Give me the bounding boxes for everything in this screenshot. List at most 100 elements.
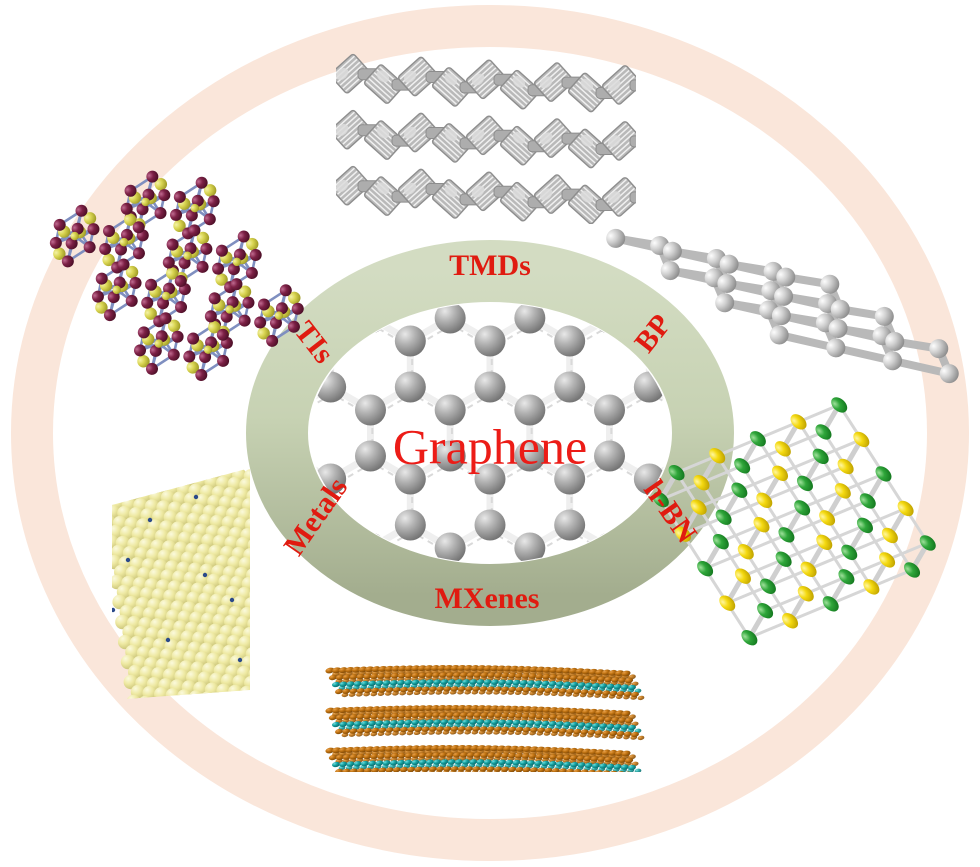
titanium-atom (549, 714, 558, 720)
metal-atom (262, 559, 276, 573)
titanium-atom (594, 730, 603, 736)
titanium-atom (400, 727, 408, 733)
titanium-atom (378, 767, 387, 772)
carbon-atom (454, 679, 463, 685)
bismuth-atom (204, 310, 217, 323)
bismuth-atom (254, 316, 267, 329)
carbon-atom (353, 761, 362, 767)
carbon-atom (606, 723, 615, 730)
bismuth-atom (142, 188, 155, 201)
metal-atom (279, 679, 293, 693)
carbon-atom (483, 679, 492, 685)
chalcogen-atom (154, 178, 168, 191)
carbon-atom (555, 681, 564, 687)
carbon-atom (476, 719, 485, 725)
carbon-atom (411, 759, 420, 765)
metal-atom (112, 504, 121, 520)
nitrogen-atom (690, 499, 707, 515)
carbon-atom (433, 759, 442, 765)
titanium-atom (414, 726, 423, 732)
carbon-atom (474, 509, 506, 541)
carbon-atom (534, 760, 543, 766)
metal-atom (162, 468, 177, 476)
boron-atom (697, 560, 714, 577)
titanium-atom (385, 687, 394, 693)
bismuth-atom (238, 314, 251, 327)
metal-atom (274, 560, 288, 574)
titanium-atom (515, 726, 524, 733)
titanium-atom (573, 729, 582, 735)
carbon-atom (474, 463, 506, 495)
carbon-atom (555, 721, 564, 727)
titanium-atom (466, 672, 475, 678)
titanium-atom (535, 753, 544, 760)
metal-atom (263, 688, 277, 702)
titanium-atom (342, 714, 351, 720)
chalcogen-atom (125, 265, 139, 279)
phosphorus-atom (717, 273, 737, 293)
core-atom (232, 257, 242, 267)
titanium-atom (566, 768, 574, 772)
nitrogen-atom (853, 431, 870, 448)
titanium-atom (507, 712, 517, 719)
titanium-atom (430, 745, 440, 751)
titanium-atom (631, 691, 639, 698)
titanium-atom (611, 757, 620, 763)
titanium-atom (624, 717, 634, 724)
metal-atom (250, 637, 264, 651)
titanium-atom (391, 705, 401, 712)
metal-atom (256, 519, 270, 533)
bismuth-atom (95, 272, 108, 285)
metal-atom (288, 581, 302, 595)
carbon-atom (433, 719, 442, 725)
metal-atom (174, 468, 189, 477)
titanium-atom (404, 672, 413, 679)
titanium-atom (443, 664, 453, 671)
metal-atom (256, 598, 270, 612)
titanium-atom (349, 714, 358, 720)
titanium-atom (404, 752, 413, 759)
titanium-atom (473, 752, 482, 758)
titanium-atom (562, 714, 572, 721)
titanium-atom (624, 677, 634, 684)
titanium-atom (507, 752, 517, 759)
carbon-atom (628, 684, 636, 691)
metal-atom (254, 628, 268, 642)
titanium-atom (445, 672, 455, 678)
carbon-atom (634, 602, 665, 633)
tmds-structure (336, 53, 636, 224)
bismuth-atom (49, 236, 62, 249)
titanium-atom (397, 712, 406, 719)
metal-atom (276, 580, 290, 594)
titanium-atom (370, 673, 379, 679)
bismuth-atom (83, 241, 96, 254)
titanium-atom (597, 756, 606, 762)
titanium-atom (377, 753, 386, 759)
metal-atom (256, 677, 270, 691)
metal-atom (295, 671, 309, 685)
metal-atom (219, 704, 233, 718)
titanium-atom (514, 753, 524, 759)
bismuth-atom (233, 248, 246, 261)
carbon-atom (599, 763, 608, 769)
atom-depth (363, 771, 371, 777)
titanium-atom (566, 688, 574, 694)
titanium-atom (328, 714, 338, 721)
titanium-atom (480, 752, 489, 758)
nitrogen-atom (797, 586, 814, 602)
bismuth-atom (173, 190, 186, 203)
carbon-atom (594, 440, 626, 472)
metal-atom (112, 468, 115, 480)
metal-atom (242, 706, 256, 720)
metal-atom (266, 550, 280, 564)
nitrogen-atom (693, 475, 710, 491)
atom-depth (370, 731, 378, 737)
metal-atom (112, 554, 122, 570)
metal-atom (269, 570, 283, 584)
titanium-atom (549, 674, 558, 680)
titanium-atom (465, 686, 473, 692)
metal-atom (261, 717, 275, 731)
metal-atom (254, 707, 268, 721)
titanium-atom (522, 767, 531, 772)
bismuth-atom (196, 260, 209, 273)
